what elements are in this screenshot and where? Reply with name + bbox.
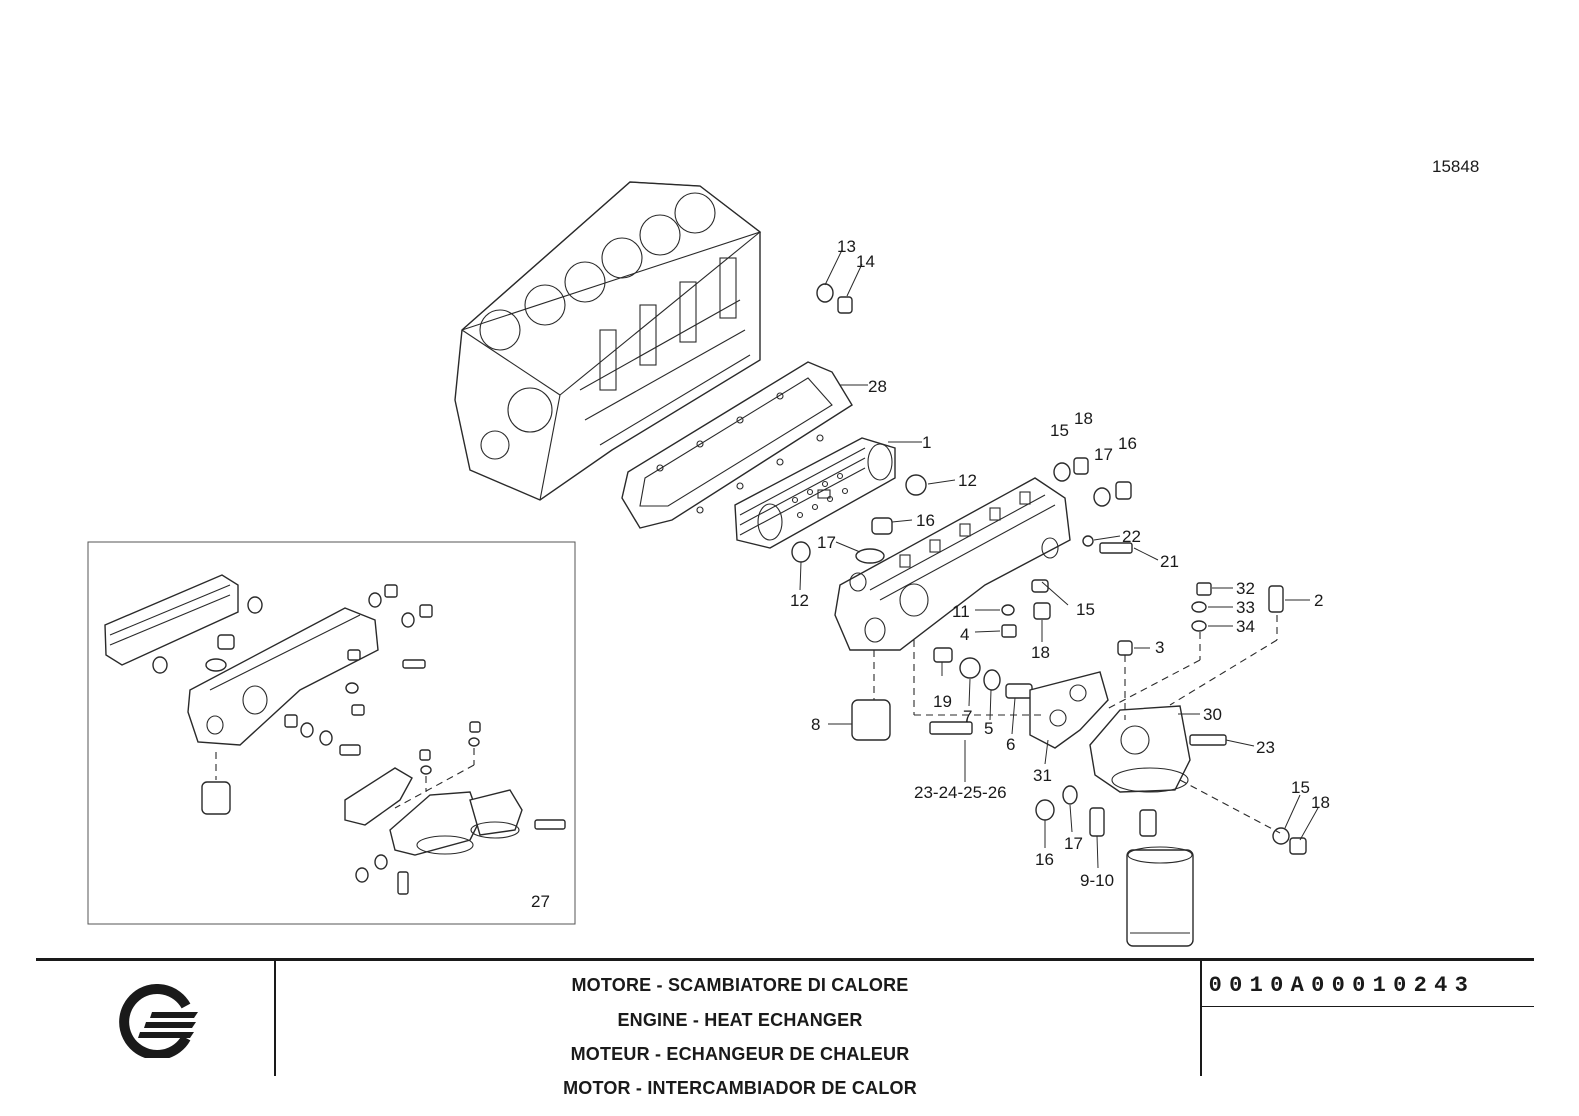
code-char: 0 xyxy=(1311,972,1325,998)
part-label: 13 xyxy=(837,237,856,256)
part-label: 34 xyxy=(1236,617,1255,636)
part-label: 18 xyxy=(1311,793,1330,812)
company-logo xyxy=(114,984,200,1060)
part-label: 2 xyxy=(1314,591,1323,610)
part-label: 33 xyxy=(1236,598,1255,617)
title-block-divider-right xyxy=(1200,960,1202,1076)
part-label: 6 xyxy=(1006,735,1015,754)
part-label: 5 xyxy=(984,719,993,738)
inset-number: 27 xyxy=(531,892,550,911)
code-char: 0 xyxy=(1352,972,1366,998)
part-label: 30 xyxy=(1203,705,1222,724)
assembly-lines xyxy=(873,615,1281,834)
code-box-underline xyxy=(1202,1006,1534,1007)
oil-filter-assembly xyxy=(1029,671,1194,947)
title-line-en: ENGINE - HEAT ECHANGER xyxy=(617,1010,863,1030)
part-label: 9-10 xyxy=(1080,871,1114,890)
code-char: 3 xyxy=(1454,972,1468,998)
part-label: 16 xyxy=(916,511,935,530)
code-char: A xyxy=(1290,972,1304,998)
part-label: 14 xyxy=(856,252,875,271)
code-char: 4 xyxy=(1434,972,1448,998)
code-char: 0 xyxy=(1331,972,1345,998)
part-label: 28 xyxy=(868,377,887,396)
part-label: 18 xyxy=(1031,643,1050,662)
part-label: 32 xyxy=(1236,579,1255,598)
code-char: 1 xyxy=(1372,972,1386,998)
small-parts xyxy=(791,283,1307,855)
part-label: 18 xyxy=(1074,409,1093,428)
code-char: 1 xyxy=(1249,972,1263,998)
title-block-divider-left xyxy=(274,960,276,1076)
part-labels: 13 14 28 1 12 15 18 17 16 16 17 12 22 21… xyxy=(790,237,1330,890)
code-char: 0 xyxy=(1393,972,1407,998)
part-label: 11 xyxy=(952,602,970,621)
inset-27: 27 xyxy=(87,541,576,925)
code-char: 0 xyxy=(1208,972,1222,998)
part-label: 4 xyxy=(960,625,969,644)
part-label: 7 xyxy=(963,707,972,726)
code-char: 0 xyxy=(1229,972,1243,998)
engine-block xyxy=(454,181,762,501)
title-line-es: MOTOR - INTERCAMBIADOR DE CALOR xyxy=(563,1078,917,1098)
part-label: 1 xyxy=(922,433,931,452)
part-label: 17 xyxy=(1094,445,1113,464)
part-label: 16 xyxy=(1035,850,1054,869)
heat-exchanger-cover xyxy=(834,477,1071,651)
leader-lines xyxy=(799,249,1319,869)
code-char: 2 xyxy=(1413,972,1427,998)
title-block-top-rule xyxy=(36,958,1534,961)
logo-icon xyxy=(119,984,198,1060)
part-label: 19 xyxy=(933,692,952,711)
part-label: 17 xyxy=(1064,834,1083,853)
part-label: 16 xyxy=(1118,434,1137,453)
part-label: 8 xyxy=(811,715,820,734)
part-label: 31 xyxy=(1033,766,1052,785)
drawing-code: 0 0 1 0 A 0 0 0 1 0 2 4 3 xyxy=(1205,962,1535,1008)
part-label: 15 xyxy=(1050,421,1069,440)
part-label: 23 xyxy=(1256,738,1275,757)
part-label: 17 xyxy=(817,533,836,552)
part-label: 21 xyxy=(1160,552,1179,571)
title-line-fr: MOTEUR - ECHANGEUR DE CHALEUR xyxy=(570,1044,910,1064)
drawing-number: 15848 xyxy=(1432,157,1479,176)
part-label: 23-24-25-26 xyxy=(914,783,1007,802)
part-label: 3 xyxy=(1155,638,1164,657)
part-label: 12 xyxy=(790,591,809,610)
part-label: 15 xyxy=(1291,778,1310,797)
part-label: 12 xyxy=(958,471,977,490)
code-char: 0 xyxy=(1270,972,1284,998)
oil-cooler-1 xyxy=(734,437,896,549)
part-label: 22 xyxy=(1122,527,1141,546)
title-line-it: MOTORE - SCAMBIATORE DI CALORE xyxy=(571,975,909,995)
gasket-28 xyxy=(621,361,853,529)
part-label: 15 xyxy=(1076,600,1095,619)
